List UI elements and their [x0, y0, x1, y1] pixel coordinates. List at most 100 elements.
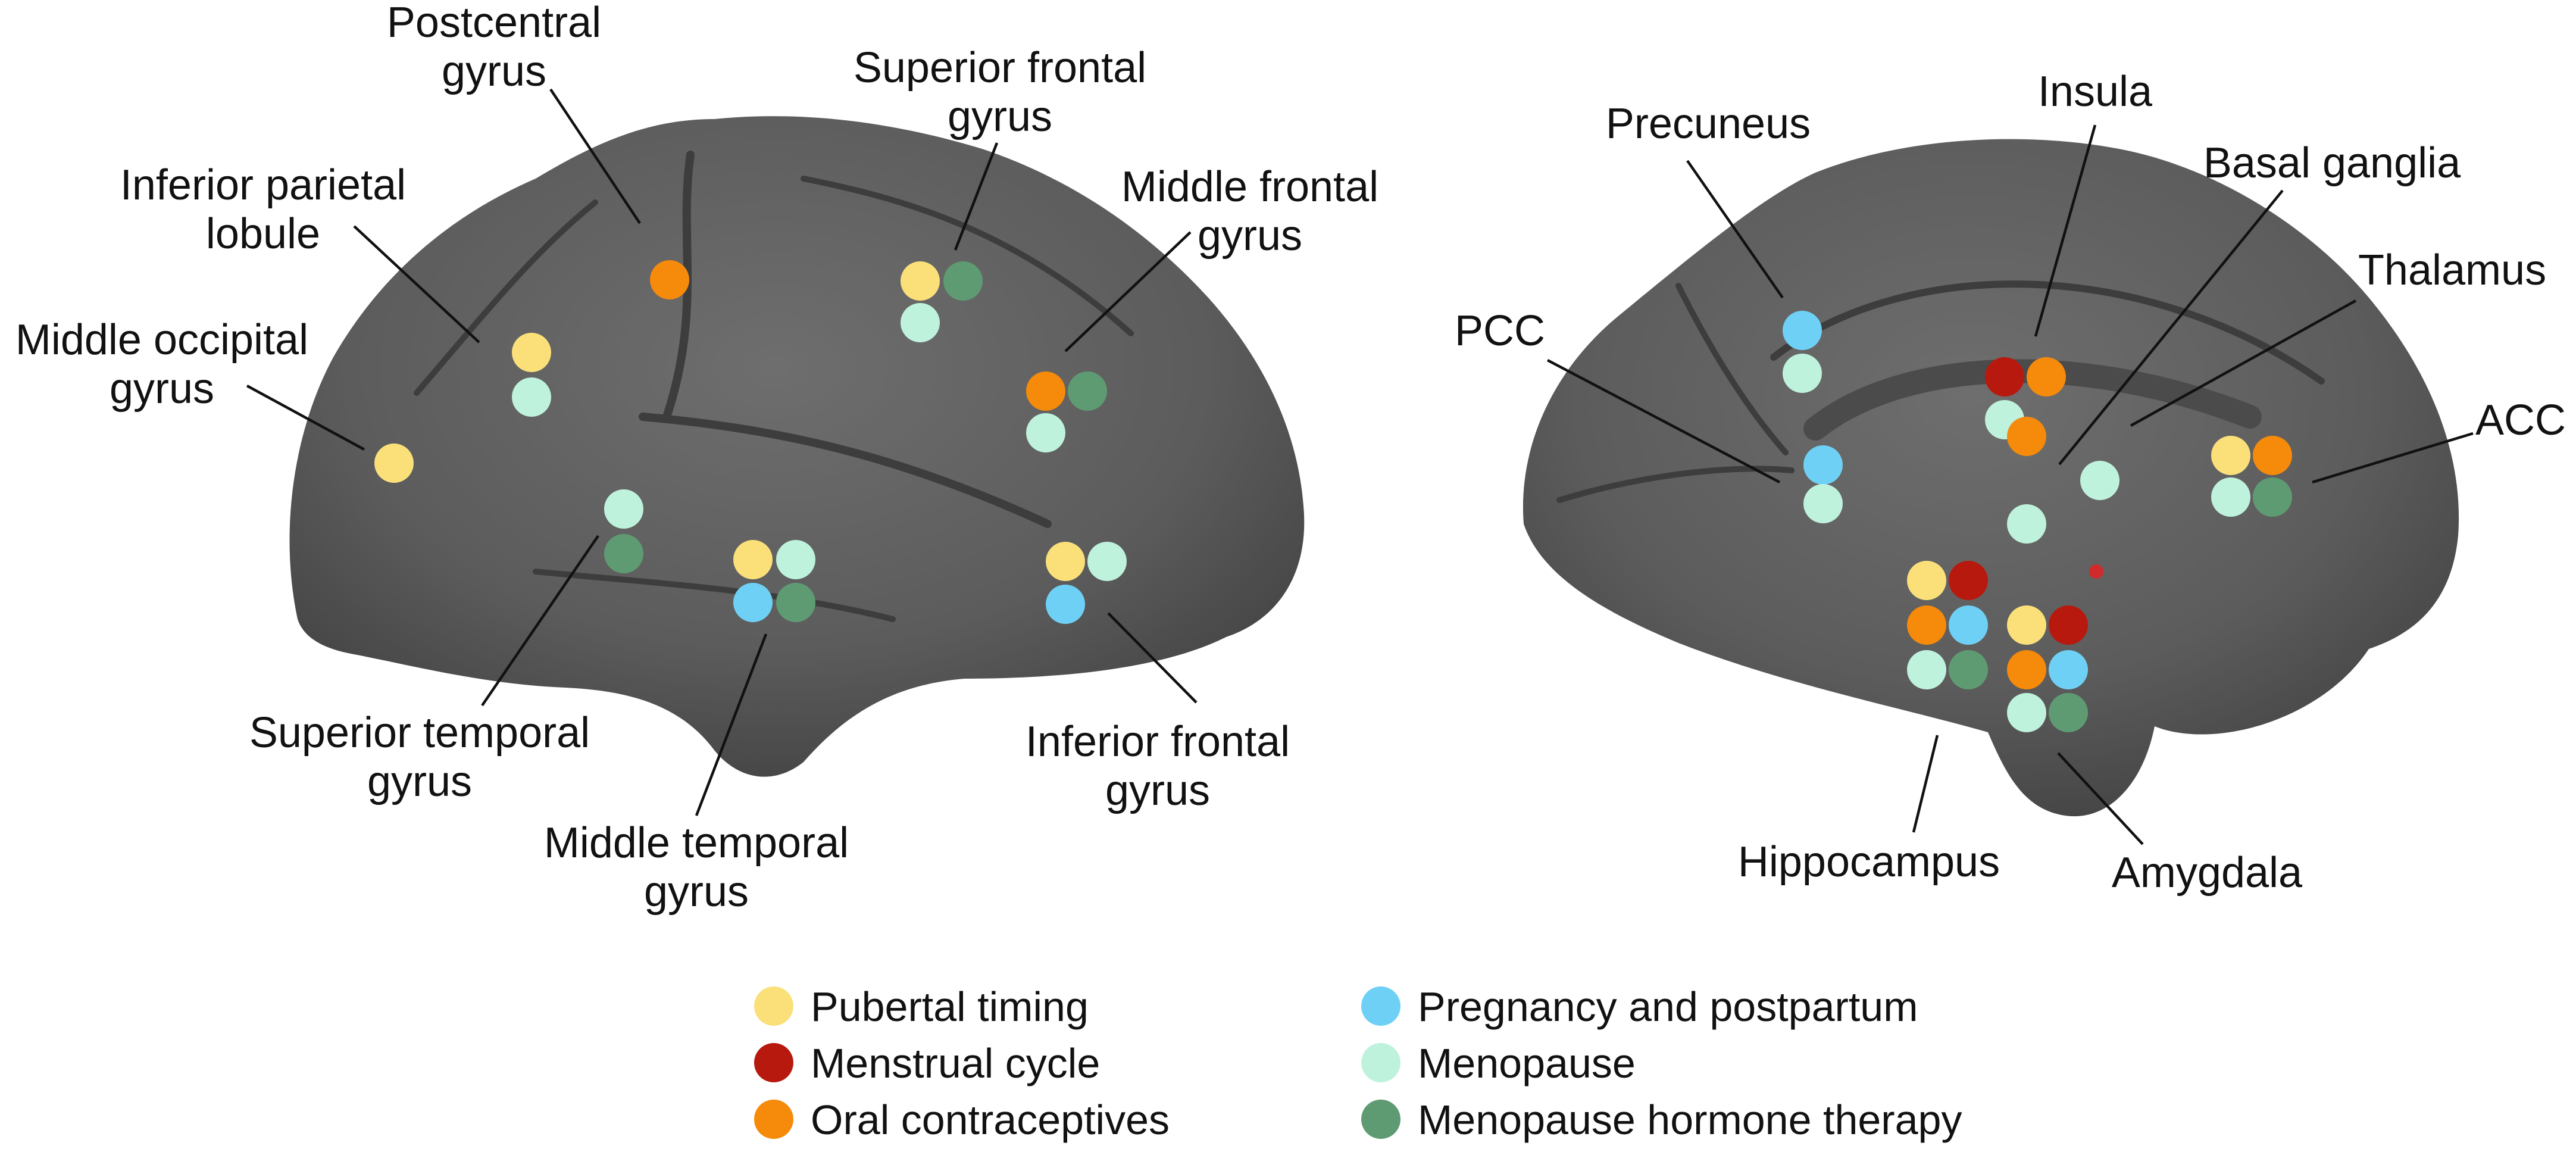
leader-thalamus — [2130, 299, 2357, 427]
marker-pcc-pregnancy — [1803, 445, 1843, 485]
legend-swatch-menopause — [1361, 1043, 1400, 1082]
legend-label-oral: Oral contraceptives — [811, 1097, 1170, 1143]
label-hippocampus: Hippocampus — [1738, 838, 2000, 886]
marker-middle-temporal-mht — [776, 583, 815, 622]
marker-hippocampus-oral — [1907, 605, 1946, 645]
marker-superior-frontal-pubertal — [901, 261, 940, 301]
calcarine-sulcus — [1556, 466, 1795, 503]
marker-amygdala-pregnancy — [2049, 650, 2088, 689]
marker-inferior-parietal-menopause — [512, 377, 551, 417]
legend: Pubertal timing Menstrual cycle Oral con… — [754, 983, 1962, 1143]
marker-middle-occipital-pubertal — [374, 444, 414, 483]
marker-inferior-frontal-menopause — [1087, 542, 1127, 581]
label-precuneus: Precuneus — [1606, 100, 1811, 148]
superior-frontal-sulcus — [801, 176, 1134, 336]
marker-superior-temporal-menopause — [604, 489, 643, 529]
marker-hippocampus-mht — [1949, 650, 1988, 689]
leader-middle-frontal — [1064, 231, 1192, 352]
leader-middle-occipital — [246, 385, 365, 451]
marker-postcentral-oral — [650, 260, 689, 299]
marker-acc-pubertal — [2211, 436, 2250, 475]
marker-amygdala-menstrual — [2049, 605, 2088, 645]
marker-superior-temporal-mht — [604, 534, 643, 573]
parieto-occipital-sulcus — [1675, 283, 1789, 455]
region-markers — [374, 260, 2292, 732]
legend-label-pregnancy: Pregnancy and postpartum — [1418, 983, 1918, 1030]
marker-precuneus-menopause — [1783, 354, 1822, 393]
marker-acc-oral — [2253, 436, 2292, 475]
leader-amygdala — [2057, 752, 2144, 845]
leader-precuneus — [1686, 160, 1784, 299]
label-pcc: PCC — [1455, 307, 1545, 355]
leader-superior-temporal — [481, 535, 599, 707]
marker-acc-menopause — [2211, 477, 2250, 517]
marker-hippocampus-menstrual — [1949, 561, 1988, 600]
marker-precuneus-pregnancy — [1783, 311, 1822, 350]
leader-lines — [246, 88, 2474, 845]
medial-brain-view — [1523, 139, 2459, 817]
legend-swatch-oral — [754, 1100, 793, 1139]
label-thalamus: Thalamus — [2358, 246, 2546, 294]
intraparietal-sulcus — [414, 199, 598, 396]
marker-basal-ganglia-menopause — [2007, 504, 2046, 544]
marker-middle-frontal-mht — [1068, 371, 1107, 411]
lateral-sulcus — [639, 413, 1052, 528]
marker-acc-mht — [2253, 477, 2292, 517]
marker-amygdala-pubertal — [2007, 605, 2046, 645]
leader-middle-temporal — [695, 633, 768, 816]
marker-insula-oral — [2027, 357, 2066, 396]
temporal-sulcus — [533, 569, 896, 622]
leader-insula — [2034, 124, 2097, 337]
legend-swatch-menstrual — [754, 1043, 793, 1082]
label-acc: ACC — [2475, 396, 2566, 444]
cingulate-sulcus — [1770, 280, 2325, 385]
leader-postcentral — [549, 88, 641, 224]
marker-hippocampus-menopause — [1907, 650, 1946, 689]
marker-inferior-parietal-pubertal — [512, 333, 551, 372]
legend-swatch-mht — [1361, 1100, 1400, 1139]
marker-hippocampus-pregnancy — [1949, 605, 1988, 645]
lateral-brain-surface — [289, 116, 1305, 777]
marker-superior-frontal-menopause — [901, 303, 940, 342]
marker-inferior-frontal-pubertal — [1046, 542, 1085, 581]
label-insula: Insula — [2038, 68, 2153, 115]
marker-middle-temporal-menopause — [776, 540, 815, 579]
leader-superior-frontal — [954, 142, 999, 251]
marker-basal-ganglia-oral — [2007, 417, 2046, 456]
marker-amygdala-menopause — [2007, 693, 2046, 732]
label-basal-ganglia: Basal ganglia — [2203, 139, 2461, 187]
legend-label-menstrual: Menstrual cycle — [811, 1040, 1100, 1086]
legend-swatch-pubertal — [754, 986, 793, 1026]
marker-insula-menstrual — [1985, 357, 2024, 396]
leader-acc — [2312, 432, 2474, 484]
marker-middle-temporal-pregnancy — [733, 583, 773, 622]
marker-middle-frontal-oral — [1026, 371, 1065, 411]
marker-amygdala-oral — [2007, 650, 2046, 689]
commissure-point — [2089, 564, 2103, 579]
marker-inferior-frontal-pregnancy — [1046, 585, 1085, 624]
leader-basal-ganglia — [2058, 189, 2284, 466]
leader-pcc — [1546, 359, 1781, 483]
legend-label-menopause: Menopause — [1418, 1040, 1636, 1086]
marker-pcc-menopause — [1803, 484, 1843, 523]
leader-inferior-parietal — [353, 225, 480, 344]
lateral-brain-view — [289, 116, 1305, 777]
leader-inferior-frontal — [1107, 612, 1198, 704]
legend-swatch-pregnancy — [1361, 986, 1400, 1026]
marker-middle-temporal-pubertal — [733, 540, 773, 579]
label-amygdala: Amygdala — [2112, 849, 2303, 897]
legend-label-pubertal: Pubertal timing — [811, 983, 1089, 1030]
legend-label-mht: Menopause hormone therapy — [1418, 1097, 1962, 1143]
medial-brain-surface — [1523, 139, 2459, 817]
leader-hippocampus — [1912, 735, 1939, 833]
